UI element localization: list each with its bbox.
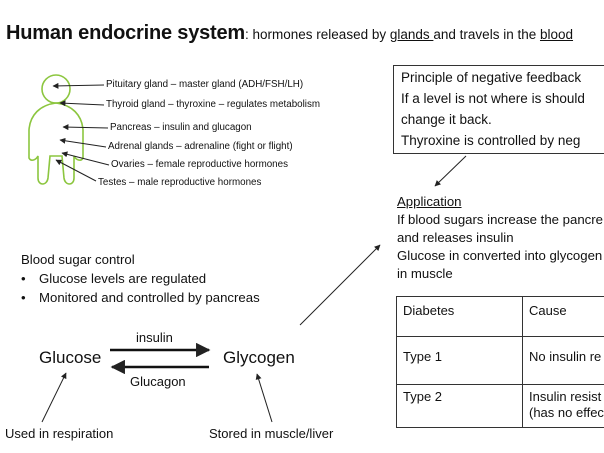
table-row: Type 2 Insulin resist (has no effec <box>396 384 604 428</box>
table-cell: Insulin resist (has no effec <box>522 384 604 428</box>
insulin-label: insulin <box>136 330 173 345</box>
human-body-figure <box>28 74 84 185</box>
principle-line: Principle of negative feedback <box>401 70 582 85</box>
application-line: Glucose in converted into glycogen <box>397 248 603 263</box>
page-title: Human endocrine system: hormones release… <box>6 22 573 45</box>
application-line: and releases insulin <box>397 230 514 245</box>
storage-arrow <box>255 373 273 423</box>
title-main: Human endocrine system <box>6 22 246 44</box>
blood-sugar-bullet: •Glucose levels are regulated <box>21 271 207 286</box>
glands-link-text: glands <box>389 27 434 42</box>
principle-arrow <box>434 155 467 187</box>
table-cell: No insulin re <box>522 336 604 385</box>
glucagon-label: Glucagon <box>130 374 186 389</box>
table-header-cell: Cause <box>522 296 604 337</box>
respiration-arrow <box>41 372 67 423</box>
principle-line: change it back. <box>401 112 492 127</box>
negative-feedback-box: Principle of negative feedback If a leve… <box>393 65 604 154</box>
table-header-row: Diabetes Cause <box>396 296 604 337</box>
bullet-icon: • <box>21 271 26 286</box>
table-cell-line: (has no effec <box>529 405 604 420</box>
glycogen-label: Glycogen <box>223 348 295 367</box>
gland-label-adrenal: Adrenal glands – adrenaline (fight or fl… <box>108 141 293 152</box>
gland-arrows <box>52 82 110 182</box>
title-subtitle: : hormones released by glands and travel… <box>245 27 574 42</box>
figure-body <box>28 102 84 185</box>
gland-label-pituitary: Pituitary gland – master gland (ADH/FSH/… <box>106 79 304 90</box>
principle-line: If a level is not where is should <box>401 91 585 106</box>
table-cell: Type 1 <box>396 336 523 385</box>
bullet-icon: • <box>21 290 26 305</box>
application-arrow <box>299 244 381 326</box>
gland-label-testes: Testes – male reproductive hormones <box>98 177 262 188</box>
gland-label-pancreas: Pancreas – insulin and glucagon <box>110 122 252 133</box>
storage-note: Stored in muscle/liver <box>209 426 334 441</box>
table-cell: Type 2 <box>396 384 523 428</box>
application-heading: Application <box>397 194 462 209</box>
figure-head <box>41 74 71 104</box>
table-cell-line: Insulin resist <box>529 389 602 404</box>
application-line: If blood sugars increase the pancre <box>397 212 603 227</box>
glucose-label: Glucose <box>39 348 102 367</box>
blood-sugar-bullet: •Monitored and controlled by pancreas <box>21 290 260 305</box>
gland-label-thyroid: Thyroid gland – thyroxine – regulates me… <box>106 99 321 110</box>
respiration-note: Used in respiration <box>5 426 114 441</box>
blood-sugar-heading: Blood sugar control <box>21 252 135 267</box>
application-line: in muscle <box>397 266 453 281</box>
table-row: Type 1 No insulin re <box>396 336 604 385</box>
principle-line: Thyroxine is controlled by neg <box>401 133 581 148</box>
gland-label-ovaries: Ovaries – female reproductive hormones <box>111 159 288 170</box>
table-header-cell: Diabetes <box>396 296 523 337</box>
diabetes-table: Diabetes Cause Type 1 No insulin re Type… <box>396 296 604 428</box>
blood-link-text: blood <box>539 27 574 42</box>
